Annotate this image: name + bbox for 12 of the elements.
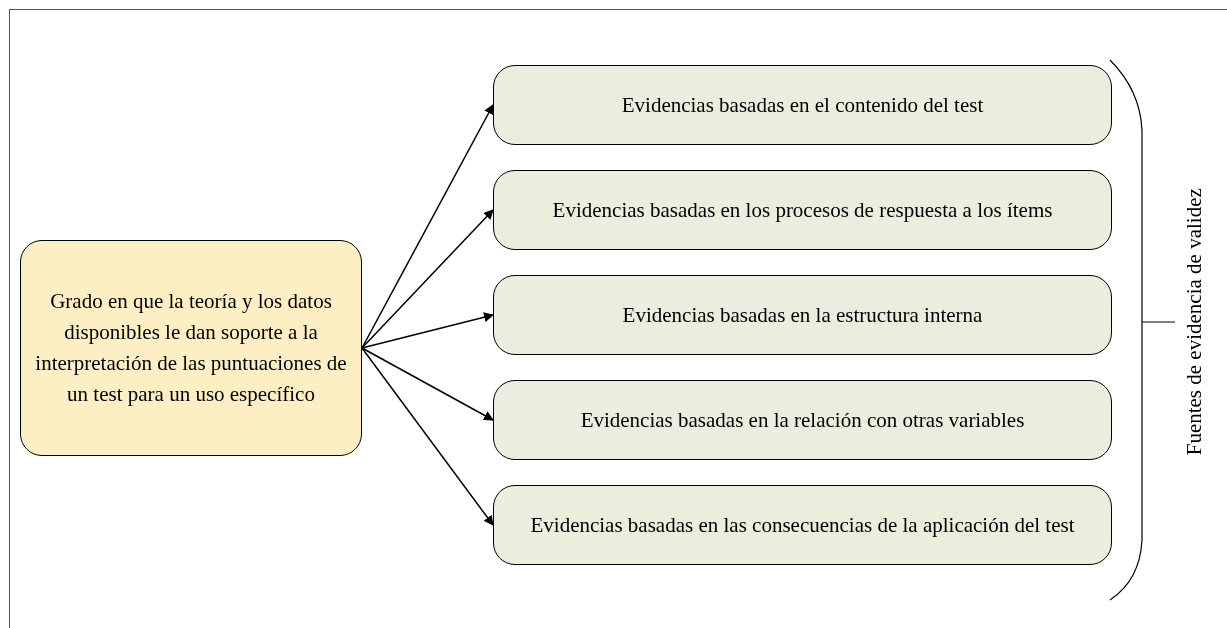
evidence-box: Evidencias basadas en las consecuencias de la aplicación del test [493,485,1112,565]
arrow [361,209,494,349]
arrow [361,312,494,349]
arrow [361,347,494,526]
evidence-box: Evidencias basadas en los procesos de respuesta a los ítems [493,170,1112,250]
evidence-box: Evidencias basadas en la estructura interna [493,275,1112,355]
bracket-label: Fuentes de evidencia de validez [1181,188,1208,456]
evidence-box: Evidencias basadas en el contenido del test [493,65,1112,145]
evidence-box: Evidencias basadas en la relación con otras variables [493,380,1112,460]
arrow [361,347,494,421]
arrow [361,104,494,349]
definition-box: Grado en que la teoría y los datos disponibles le dan soporte a la interpretación de las puntuaciones de un test para un uso específico [20,240,362,456]
